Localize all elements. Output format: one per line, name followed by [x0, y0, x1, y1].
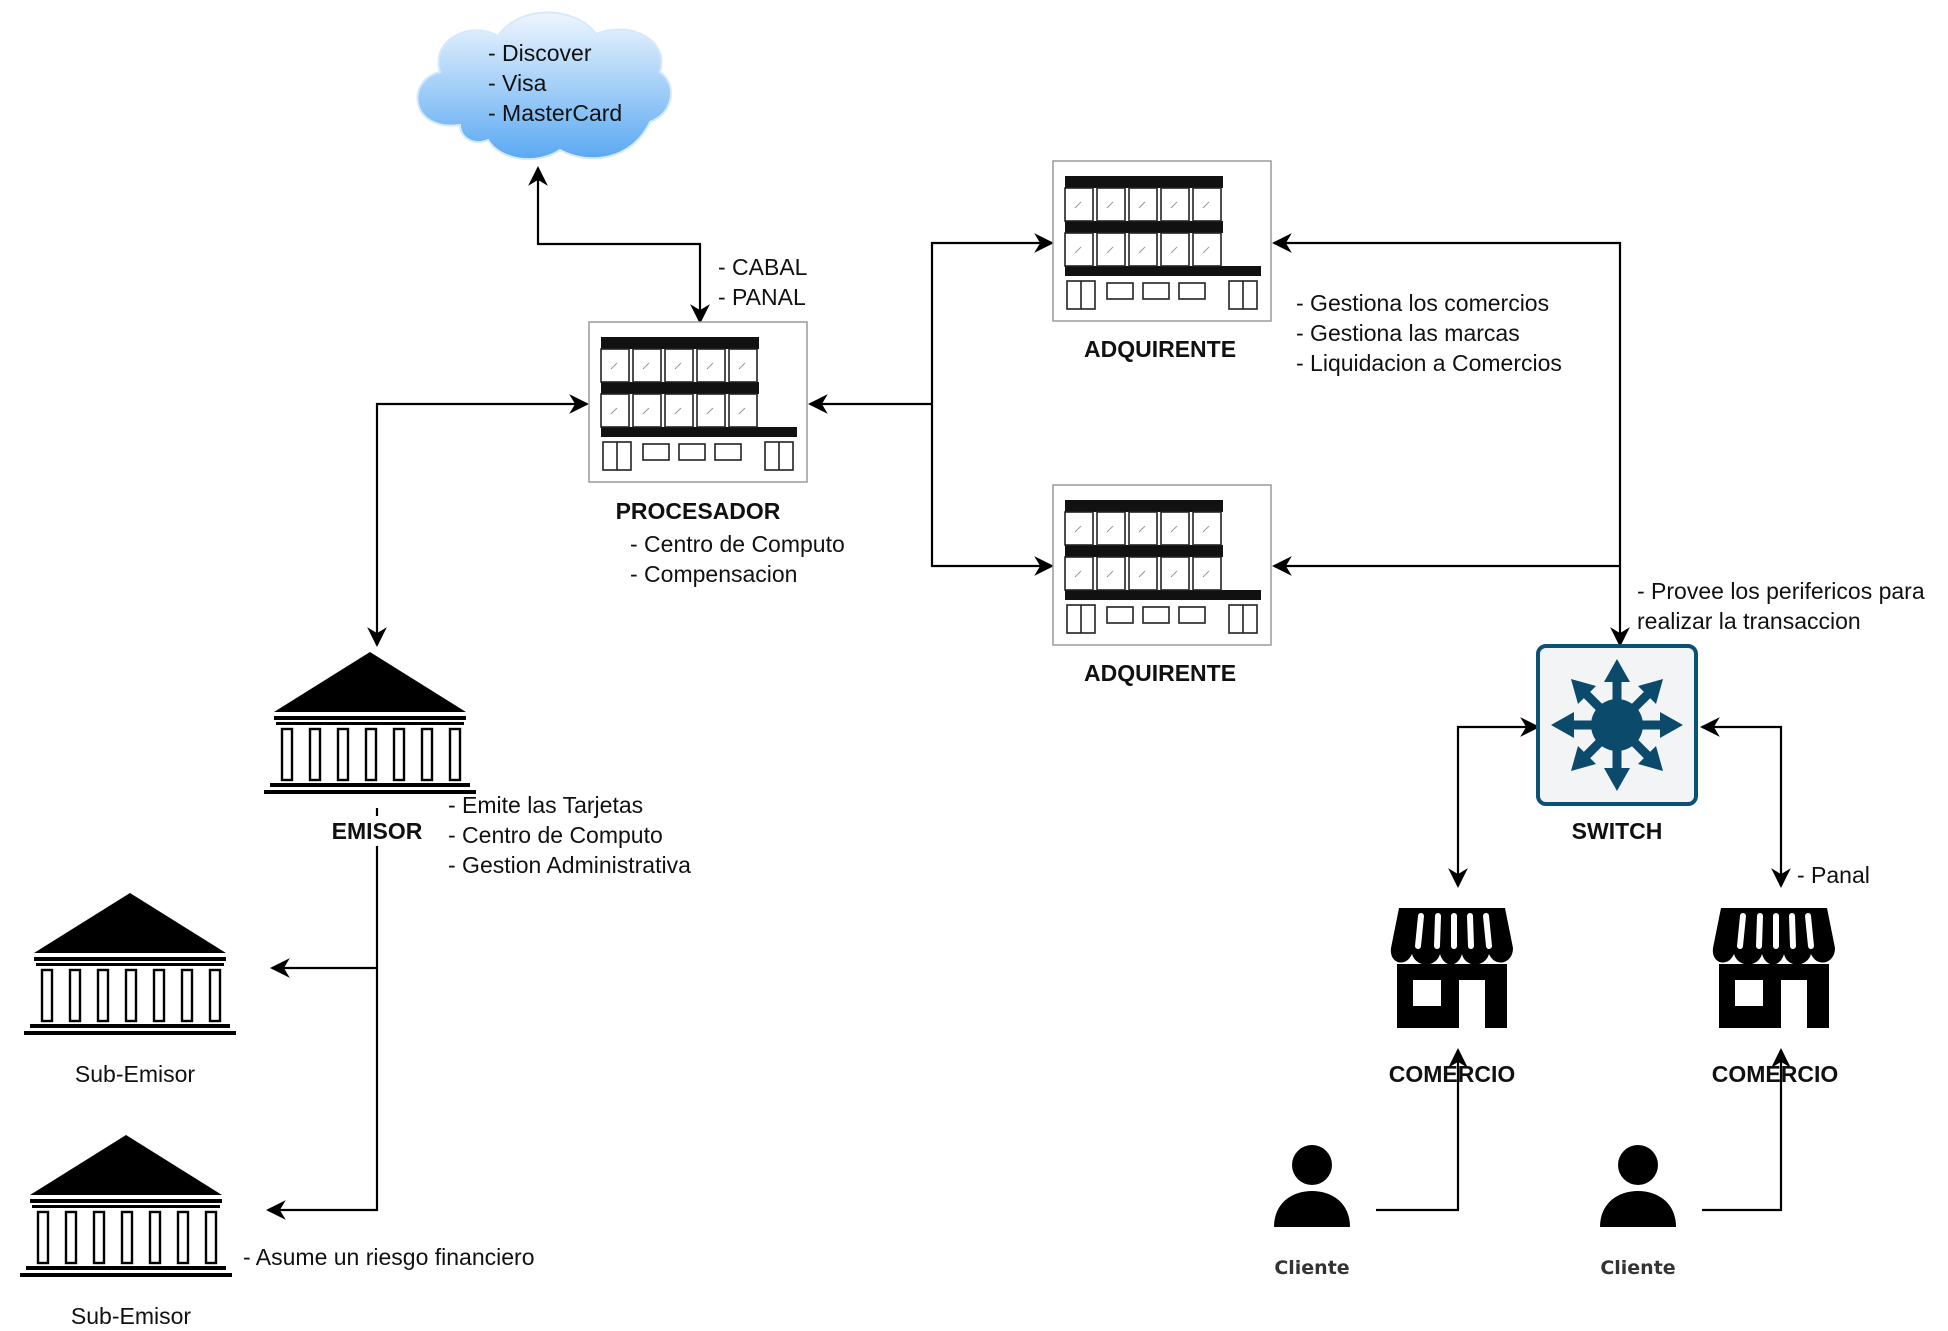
- adquirente-bottom-label: ADQUIRENTE: [1083, 660, 1237, 686]
- comercio-left-label: COMERCIO: [1388, 1061, 1516, 1087]
- sub-emisor-top-bank-icon: [22, 891, 238, 1037]
- sub-emisor-top-label: Sub-Emisor: [74, 1061, 196, 1087]
- edge-bus-adquirente-bottom: [930, 404, 1054, 576]
- adquirente-top-label: ADQUIRENTE: [1083, 336, 1237, 362]
- cliente-left-label: Cliente: [1274, 1257, 1350, 1279]
- sub-emisor-note: - Asume un riesgo financiero: [243, 1244, 535, 1270]
- switch-note: - Provee los perifericos para: [1637, 578, 1925, 604]
- adquirente-notes: - Gestiona los comercios - Gestiona las …: [1296, 288, 1562, 378]
- emisor-notes: - Emite las Tarjetas - Centro de Computo…: [448, 790, 691, 880]
- network-switch-icon: [1536, 644, 1698, 806]
- cloud-item: - Discover: [488, 40, 592, 66]
- procesador-note: - Centro de Computo: [630, 531, 845, 557]
- procesador-top-notes: - CABAL - PANAL: [718, 252, 807, 312]
- emisor-label: EMISOR: [300, 816, 454, 846]
- edge-emisor-sub-emisores: [266, 808, 379, 1220]
- emisor-bank-icon: [262, 650, 478, 796]
- emisor-note: - Centro de Computo: [448, 822, 663, 848]
- procesador-top-note: - CABAL: [718, 254, 808, 280]
- switch-notes: - Provee los perifericos para realizar l…: [1637, 576, 1925, 636]
- edge-procesador-cloud: [528, 166, 710, 324]
- edge-cliente-comercio-right: [1702, 1048, 1791, 1212]
- edge-adquirente-top-switch: [1272, 233, 1630, 647]
- cloud-icon: [416, 11, 672, 161]
- adquirente-note: - Gestiona los comercios: [1296, 290, 1550, 316]
- comercio-left-storefront-icon: [1391, 908, 1513, 1028]
- cliente-right-person-icon: [1600, 1145, 1676, 1227]
- adquirente-note: - Gestiona las marcas: [1296, 320, 1520, 346]
- procesador-label: PROCESADOR: [615, 498, 781, 524]
- procesador-note: - Compensacion: [630, 561, 798, 587]
- procesador-building-icon: [588, 321, 808, 483]
- switch-note: realizar la transaccion: [1637, 608, 1861, 634]
- edge-emisor-procesador: [367, 394, 589, 647]
- switch-label: SWITCH: [1571, 818, 1663, 844]
- cliente-right-label: Cliente: [1600, 1257, 1676, 1279]
- adquirente-bottom-building-icon: [1052, 484, 1272, 646]
- edge-bus-adquirente-top: [930, 233, 1054, 404]
- sub-emisor-bottom-label: Sub-Emisor: [70, 1303, 192, 1329]
- procesador-top-note: - PANAL: [718, 284, 806, 310]
- adquirente-note: - Liquidacion a Comercios: [1296, 350, 1562, 376]
- emisor-note: - Gestion Administrativa: [448, 852, 691, 878]
- emisor-note: - Emite las Tarjetas: [448, 792, 644, 818]
- cliente-left-person-icon: [1274, 1145, 1350, 1227]
- edge-switch-comercio-right: [1700, 717, 1791, 888]
- procesador-notes: - Centro de Computo - Compensacion: [630, 529, 845, 589]
- cloud-brand-list: - Discover - Visa - MasterCard: [488, 38, 622, 128]
- edge-cliente-comercio-left: [1376, 1048, 1468, 1212]
- comercio-right-storefront-icon: [1713, 908, 1835, 1028]
- comercio-right-label: COMERCIO: [1711, 1061, 1839, 1087]
- sub-emisor-bottom-bank-icon: [18, 1133, 234, 1279]
- edge-switch-comercio-left: [1448, 717, 1540, 888]
- adquirente-top-building-icon: [1052, 160, 1272, 322]
- cloud-item: - Visa: [488, 70, 547, 96]
- comercio-right-note: - Panal: [1797, 862, 1870, 888]
- cloud-item: - MasterCard: [488, 100, 623, 126]
